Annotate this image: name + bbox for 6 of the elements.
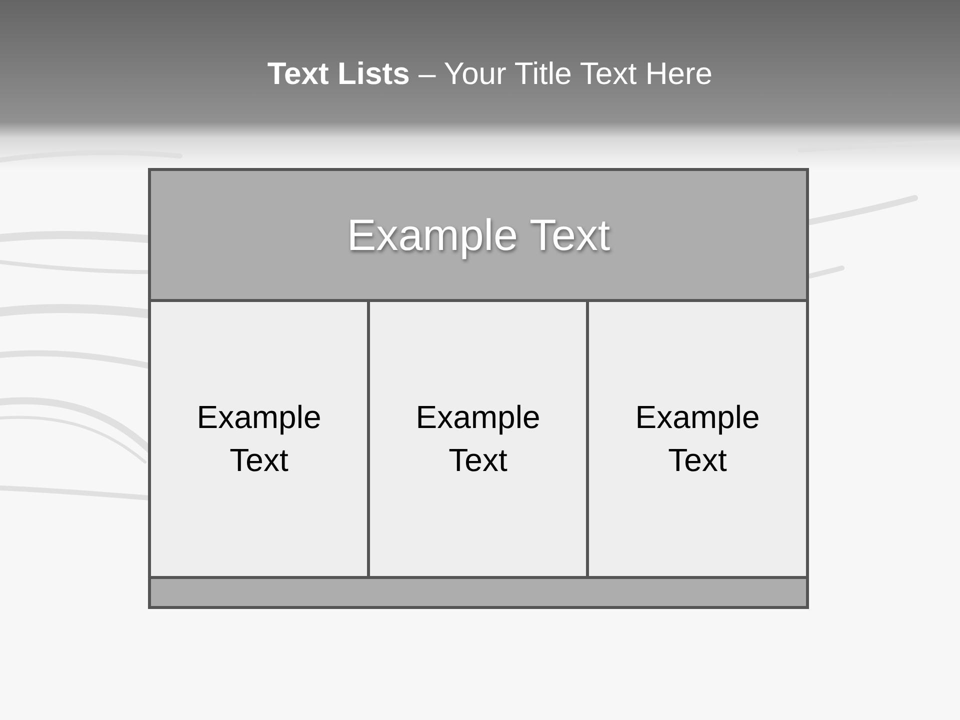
footer-bar [148,576,809,609]
header-box: Example Text [148,168,809,302]
content-box: Example Text [148,299,370,579]
content-box: Example Text [586,299,809,579]
content-box: Example Text [367,299,589,579]
slide-title: Text Lists – Your Title Text Here [266,55,714,93]
